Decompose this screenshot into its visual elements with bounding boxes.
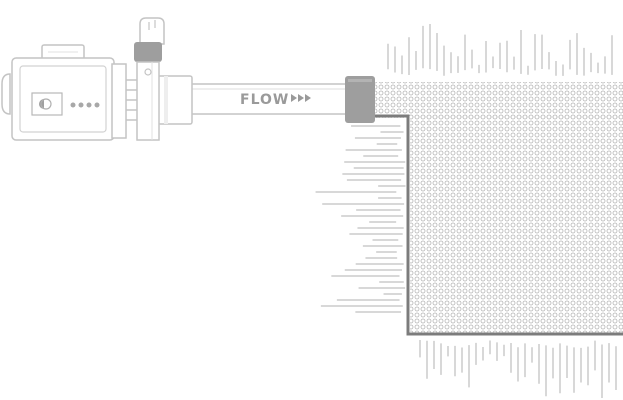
soil-block [372, 82, 623, 336]
pump-icon [1, 44, 137, 141]
streak-lines-left [315, 125, 406, 313]
streak-lines-top [387, 24, 613, 76]
pipe-collar [157, 75, 193, 125]
triple-arrow-icon [291, 94, 311, 102]
coupling-icon [345, 76, 375, 123]
streak-lines-bottom [419, 340, 617, 398]
pipe [189, 83, 349, 115]
flow-label: FLOW [240, 92, 289, 108]
valve-icon [134, 17, 165, 141]
